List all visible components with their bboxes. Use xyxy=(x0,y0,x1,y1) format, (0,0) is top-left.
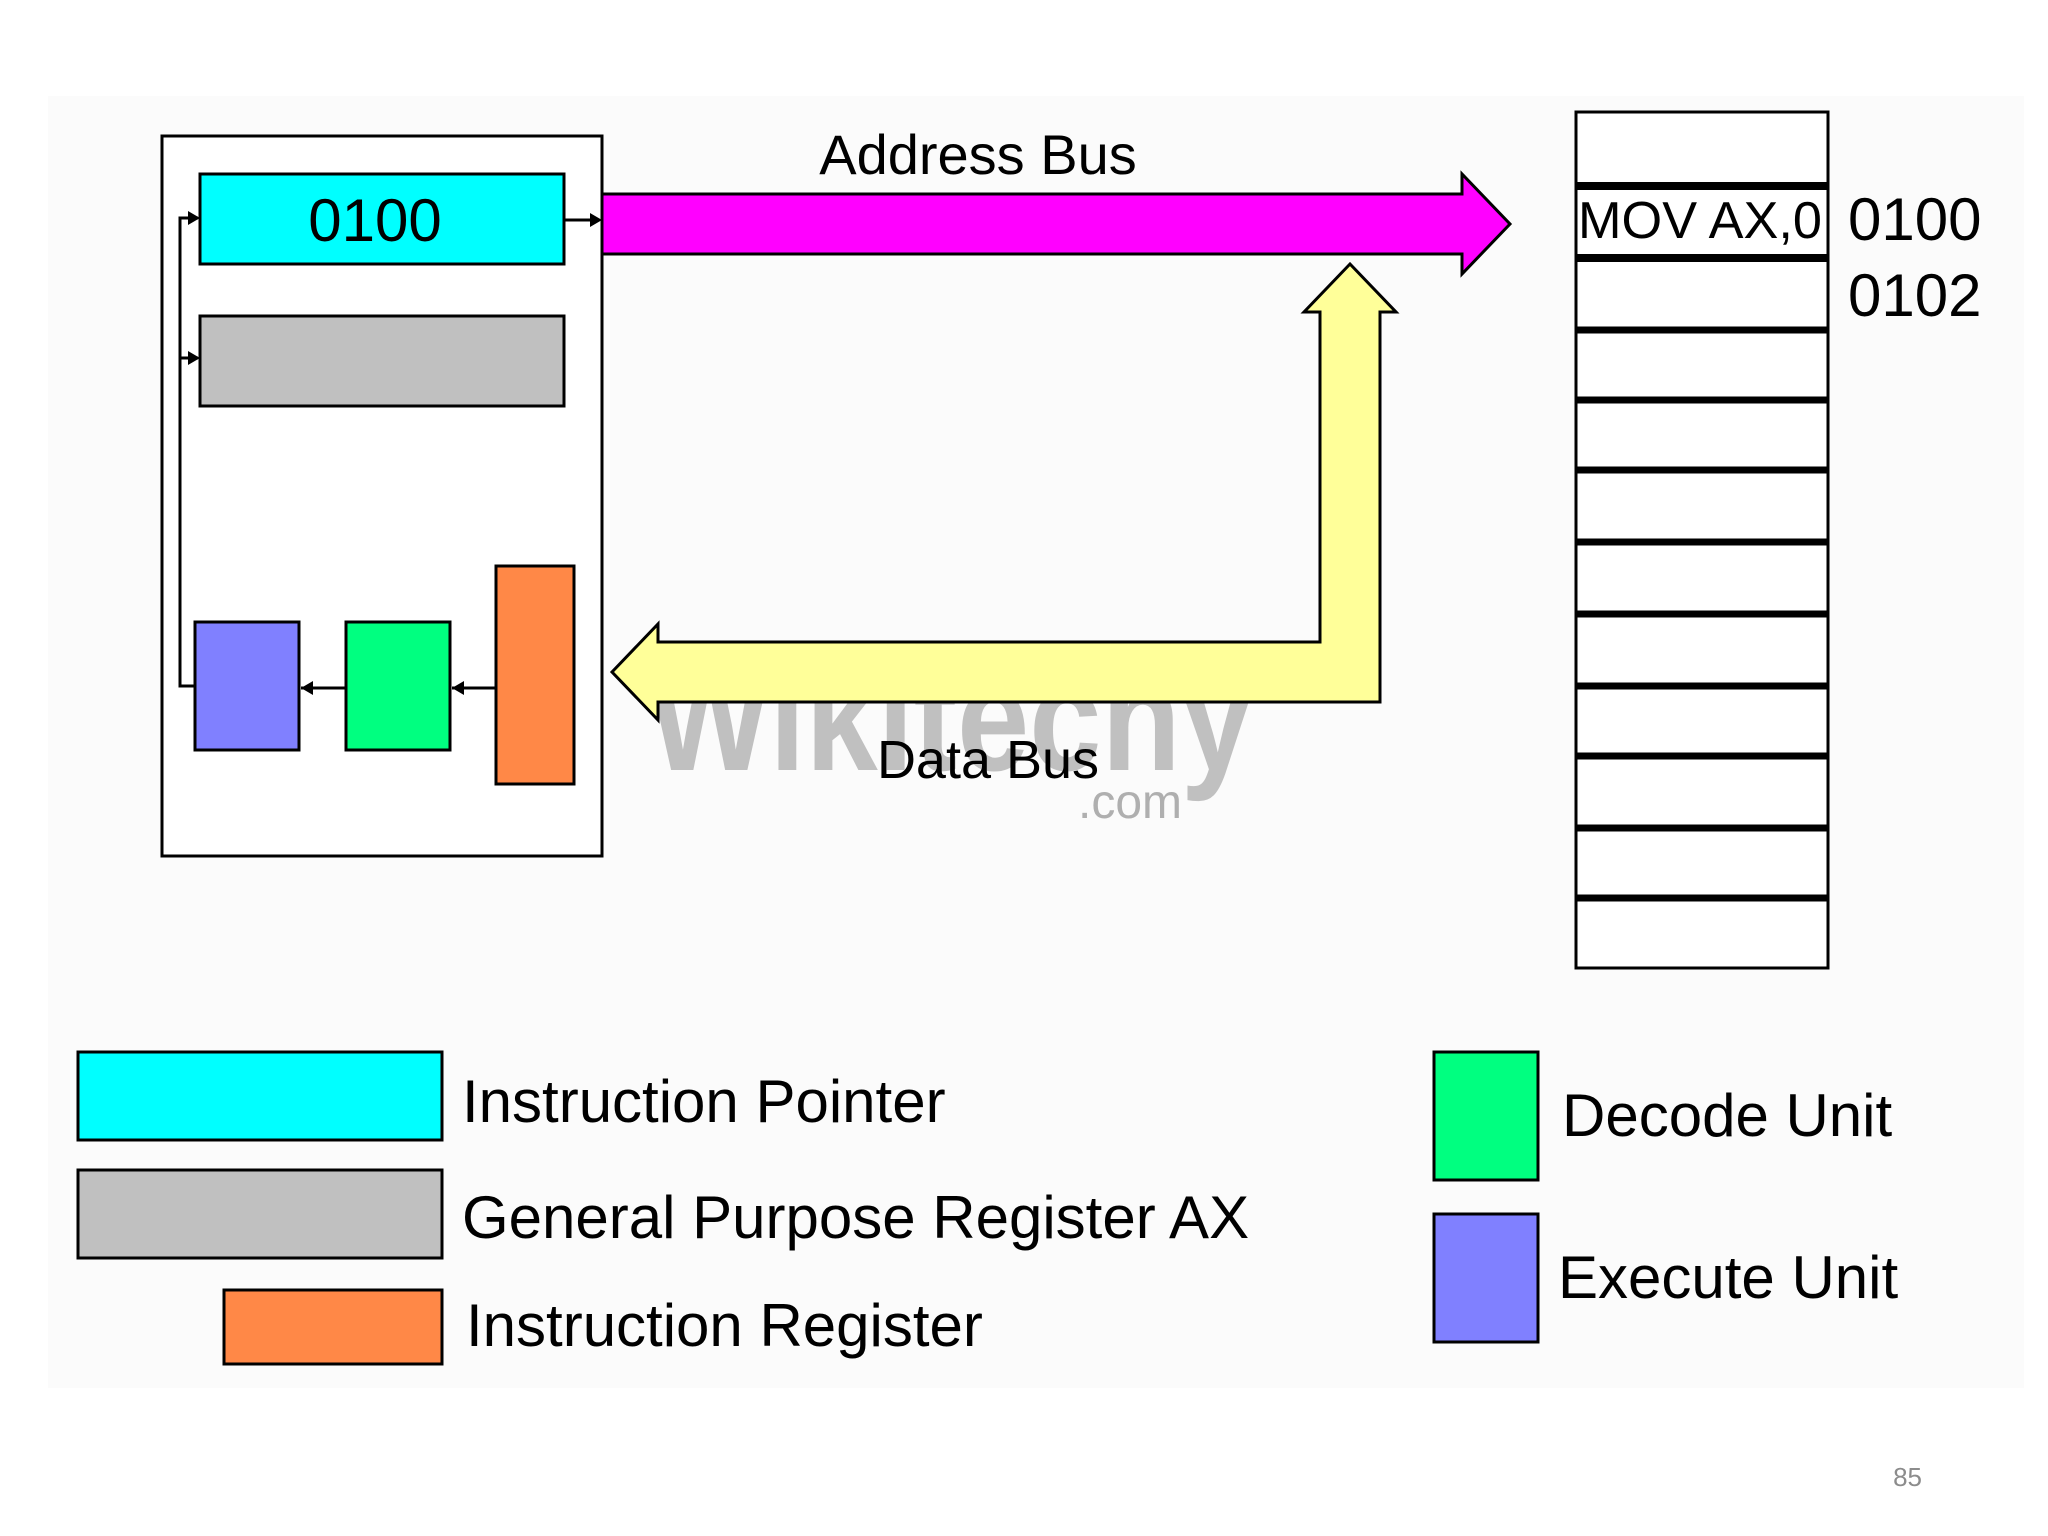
legend-swatch-instruction-register xyxy=(222,1288,444,1366)
arrow-head-to-ip xyxy=(188,211,200,225)
legend-swatch-execute-unit xyxy=(1432,1212,1540,1344)
decode-to-execute-arrowhead xyxy=(301,681,313,695)
legend-swatch-decode-unit xyxy=(1432,1050,1540,1182)
instruction-pointer-value: 0100 xyxy=(308,187,441,254)
instruction-register xyxy=(494,564,576,786)
ip-bus-arrowhead xyxy=(590,213,602,227)
legend-label-general-purpose-register: General Purpose Register AX xyxy=(462,1184,1249,1251)
memory-instruction: MOV AX,0 xyxy=(1578,192,1822,250)
data-bus-arrow xyxy=(609,261,1400,724)
legend-swatch-instruction-pointer xyxy=(76,1050,444,1142)
data-bus-label: Data Bus xyxy=(877,730,1099,790)
memory-address-0102: 0102 xyxy=(1848,262,1981,329)
slide-number: 85 xyxy=(1893,1462,1922,1492)
watermark-suffix: .com xyxy=(1078,776,1182,829)
address-bus-label: Address Bus xyxy=(819,123,1137,186)
instruction-pointer-register xyxy=(198,172,566,266)
decode-unit xyxy=(344,620,452,752)
address-bus-arrow xyxy=(600,170,1513,278)
legend-label-decode-unit: Decode Unit xyxy=(1562,1082,1893,1149)
legend-label-instruction-pointer: Instruction Pointer xyxy=(462,1068,946,1135)
execute-unit xyxy=(193,620,301,752)
legend-label-execute-unit: Execute Unit xyxy=(1558,1244,1898,1311)
ir-to-decode-arrowhead xyxy=(452,681,464,695)
memory-address-0100: 0100 xyxy=(1848,186,1981,253)
legend-label-instruction-register: Instruction Register xyxy=(466,1292,983,1359)
memory-cell-dividers xyxy=(1576,182,1828,902)
legend-swatch-general-purpose-register xyxy=(76,1168,444,1260)
arrow-head-to-ax xyxy=(188,351,200,365)
general-purpose-register xyxy=(198,314,566,408)
